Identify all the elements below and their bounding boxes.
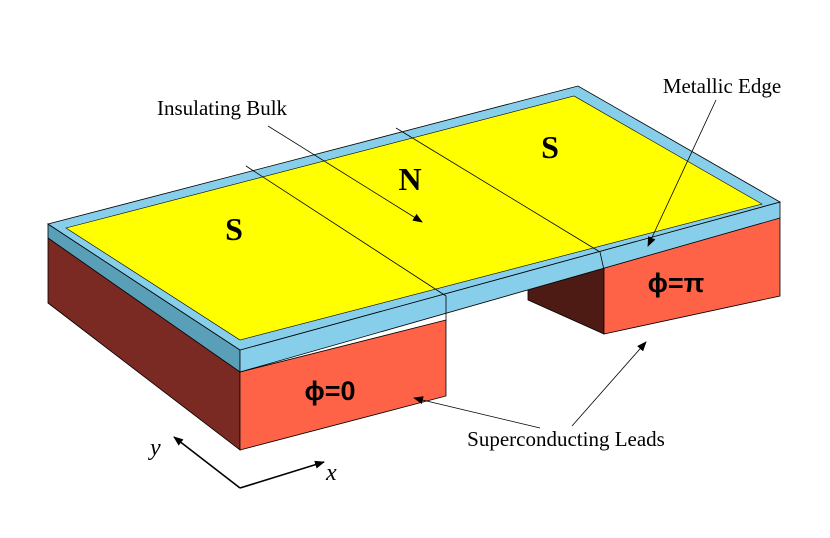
right-lead-phase-label: ϕ=π	[648, 268, 705, 298]
insulating-bulk-arrow	[267, 125, 423, 223]
insulating-bulk-label: Insulating Bulk	[157, 96, 288, 120]
superconducting-leads-arrow-right	[571, 341, 647, 427]
x-axis-label: x	[325, 460, 337, 486]
region-label-left-s: S	[225, 211, 243, 247]
x-axis-arrow	[239, 460, 325, 489]
y-axis-label: y	[148, 435, 161, 461]
superconducting-leads-label: Superconducting Leads	[467, 427, 665, 451]
y-axis-arrow	[173, 436, 241, 489]
coordinate-axes: x y	[148, 435, 337, 489]
left-lead-phase-label: ϕ=0	[304, 376, 355, 406]
metallic-edge-label: Metallic Edge	[663, 74, 781, 98]
region-label-middle-n: N	[398, 161, 421, 197]
region-divider-left	[245, 165, 447, 297]
region-label-right-s: S	[541, 129, 559, 165]
region-divider-right-edge	[599, 251, 605, 271]
region-divider-right	[395, 127, 601, 253]
left-lead-front-face	[239, 319, 447, 451]
superconducting-leads-arrow-left	[413, 396, 541, 429]
metallic-edge-arrow	[647, 99, 717, 247]
